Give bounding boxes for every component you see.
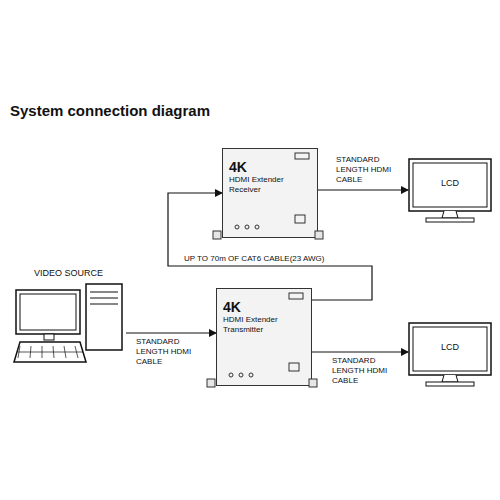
device-label: Transmitter (223, 325, 305, 335)
lcd-monitor-drawing (408, 158, 492, 224)
lcd-monitor: LCD (408, 322, 492, 388)
source-label: VIDEO SOURCE (14, 268, 126, 279)
cable-connector (318, 189, 408, 190)
diagram-title: System connection diagram (10, 102, 210, 119)
lcd-monitor: LCD (408, 158, 492, 224)
display-label: LCD (408, 178, 492, 189)
model-text: 4K (229, 159, 311, 175)
hdmi-extender-unit: 4KHDMI ExtenderReceiver (222, 148, 318, 238)
cable-label: STANDARD LENGTH HDMI CABLE (330, 356, 406, 386)
video-source-computer: VIDEO SOURCE (14, 268, 126, 368)
device-label: Receiver (229, 185, 311, 195)
device-label: HDMI Extender (223, 315, 305, 325)
model-text: 4K (223, 299, 305, 315)
computer-drawing (14, 268, 126, 368)
cable-label: UP TO 70m OF CAT6 CABLE(23 AWG) (182, 254, 326, 264)
cable-label: STANDARD LENGTH HDMI CABLE (334, 155, 406, 185)
display-label: LCD (408, 342, 492, 353)
hdmi-extender-unit: 4KHDMI ExtenderTransmitter (216, 288, 312, 386)
cable-connector (312, 351, 408, 352)
lcd-monitor-drawing (408, 322, 492, 388)
device-label: HDMI Extender (229, 175, 311, 185)
cable-label: STANDARD LENGTH HDMI CABLE (134, 337, 210, 367)
cable-connector (126, 332, 216, 333)
